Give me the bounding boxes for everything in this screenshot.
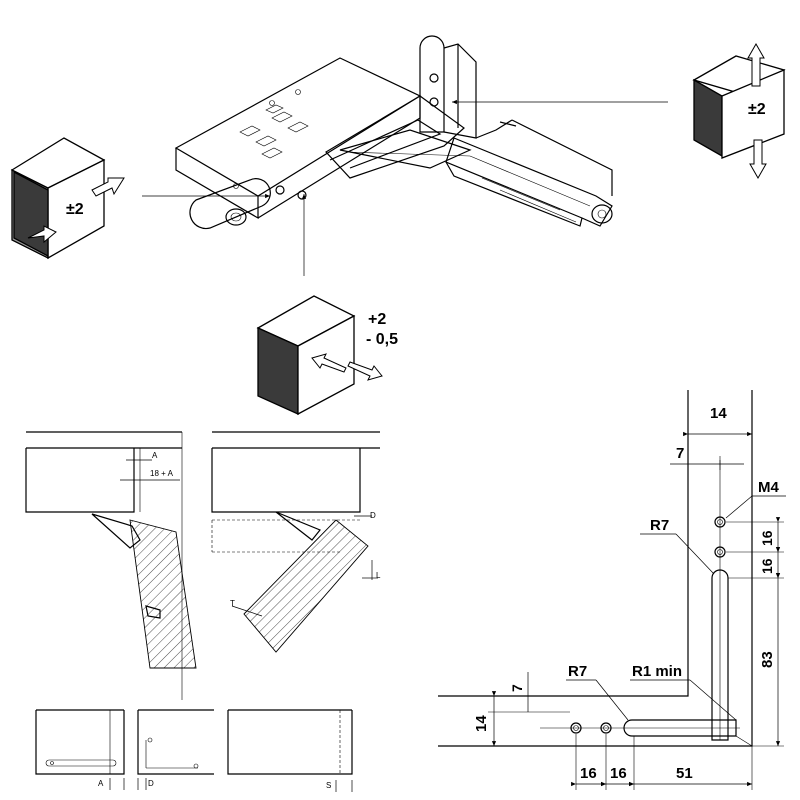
label-d: D	[370, 511, 376, 520]
label-a2: A	[98, 779, 104, 788]
dim-16-b: 16	[759, 558, 775, 574]
depth-adjust-line2: - 0,5	[366, 331, 398, 348]
side-adjust-arrows	[27, 177, 125, 244]
label-l: L	[376, 571, 381, 580]
dim-16-a: 16	[759, 530, 775, 546]
dim-16-d: 16	[610, 765, 627, 782]
radius-r7-horizontal: R7	[568, 663, 587, 680]
radius-r7-vertical: R7	[650, 517, 669, 534]
hinge-isometric-view	[174, 35, 613, 230]
detail-view-1: A 18 + A	[25, 431, 197, 700]
height-adjust-cube: ±2	[692, 42, 786, 180]
label-s: S	[326, 781, 331, 790]
plate-slots	[233, 89, 309, 189]
thread-m4: M4	[758, 479, 779, 496]
depth-adjust-line1: +2	[368, 311, 386, 328]
side-adjust-value: ±2	[66, 201, 84, 218]
label-a: A	[152, 451, 158, 460]
height-adjust-value: ±2	[748, 101, 766, 118]
detail-view-s: S	[227, 709, 353, 792]
label-18a: 18 + A	[150, 469, 174, 478]
detail-view-2: D L T	[211, 431, 381, 653]
dim-14-top: 14	[710, 405, 727, 422]
radius-r1-min: R1 min	[632, 663, 682, 680]
dim-16-c: 16	[580, 765, 597, 782]
depth-adjust-arrows	[311, 353, 383, 381]
drilling-template: 14 7 M4 R7 16 16 83 R7 R1 min	[438, 390, 786, 790]
height-adjust-arrows	[747, 42, 767, 180]
label-d2: D	[148, 779, 154, 788]
detail-view-a: A	[35, 709, 125, 790]
dim-51: 51	[676, 765, 693, 782]
dim-7-left: 7	[509, 684, 525, 692]
dim-14-left: 14	[473, 715, 490, 732]
dim-7-top: 7	[676, 445, 684, 462]
side-adjust-cube: ±2	[10, 137, 125, 260]
dim-83: 83	[759, 651, 776, 668]
detail-view-d: D	[137, 709, 214, 790]
depth-adjust-cube: +2 - 0,5	[256, 295, 398, 416]
label-t: T	[230, 599, 235, 608]
